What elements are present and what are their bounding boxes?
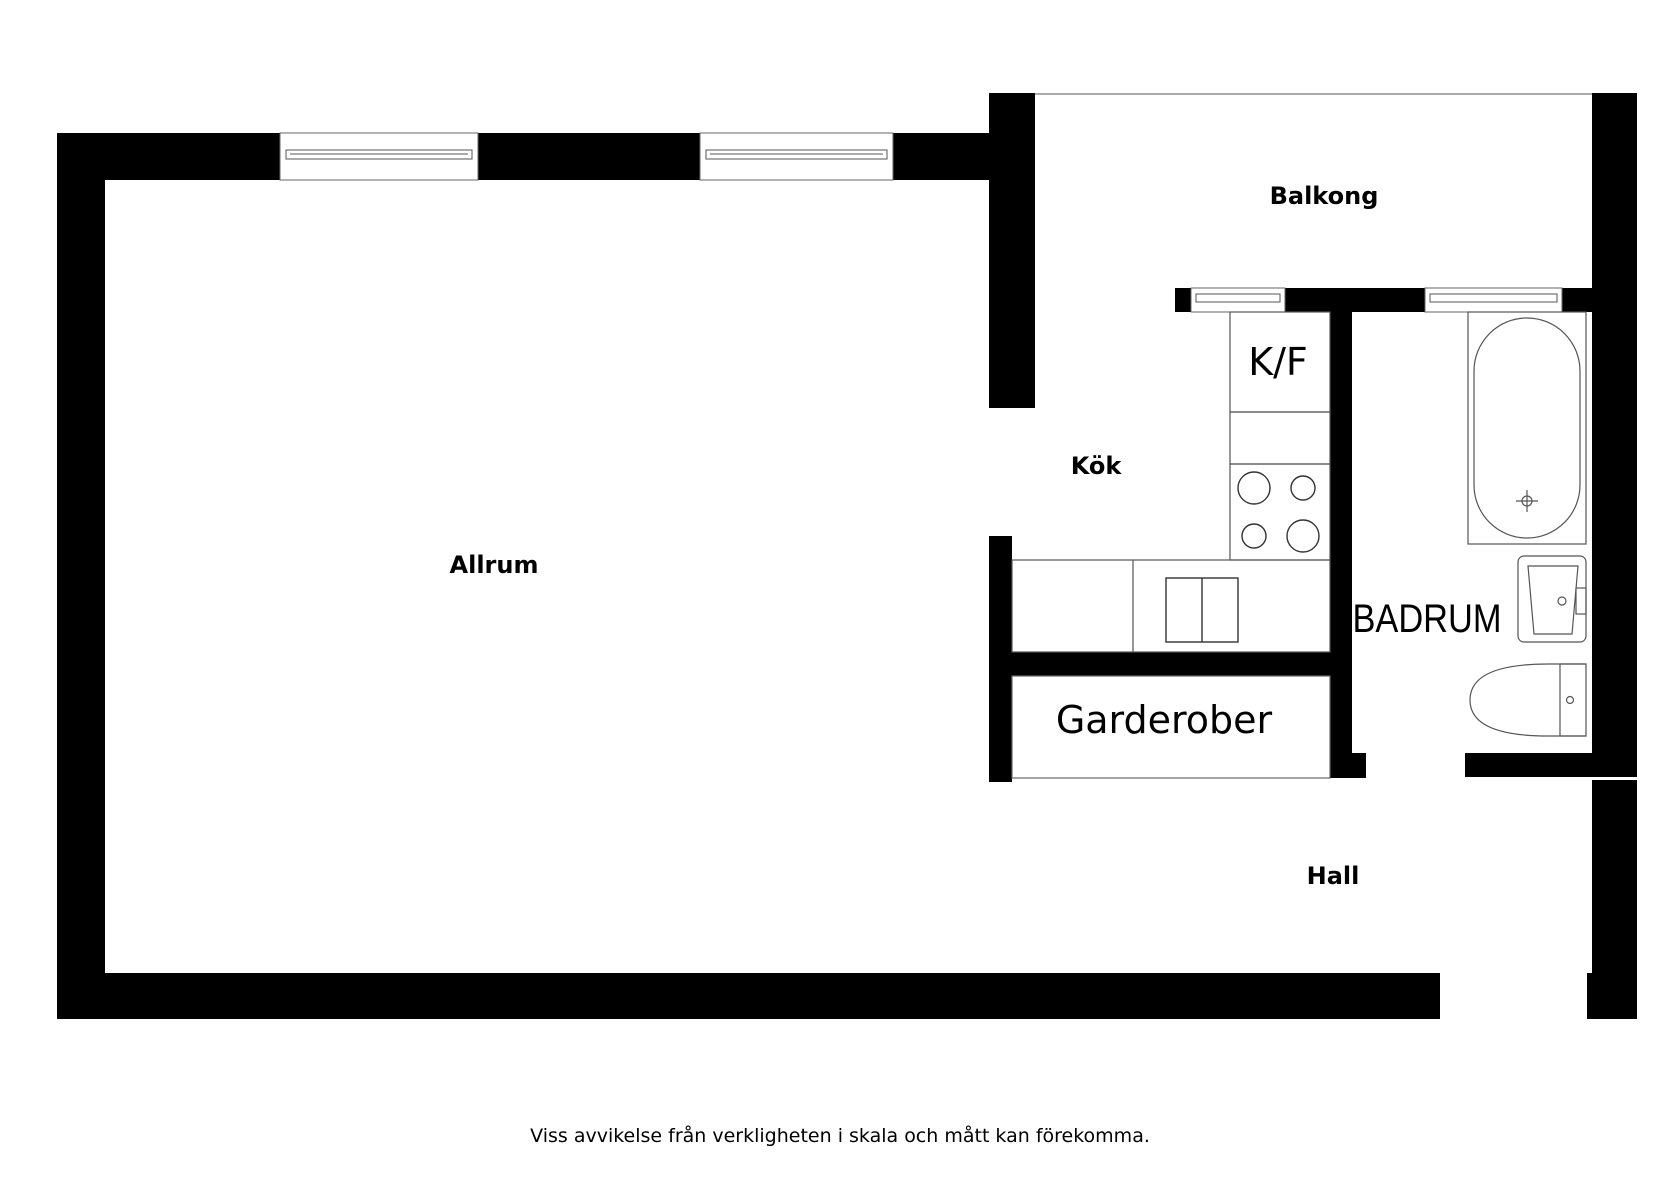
wall-top-mid [478, 133, 700, 180]
room-label-hall: Hall [1307, 862, 1360, 890]
room-label-allrum: Allrum [450, 551, 539, 579]
wardrobe-walls [1012, 652, 1330, 676]
exterior-walls [57, 93, 1637, 1019]
wall-right-upper [1592, 93, 1637, 753]
kitchen-fixtures [1011, 311, 1331, 653]
burner [1286, 519, 1320, 553]
balcony-inner-wall [1175, 288, 1637, 312]
window-bathroom [1424, 287, 1563, 313]
room-label-badrum: BADRUM [1352, 596, 1501, 641]
wall-bathroom-door-stub [1330, 753, 1366, 778]
room-label-kok: Kök [1071, 452, 1123, 480]
burner [1290, 475, 1316, 501]
wall-bathroom-bottom [1465, 753, 1637, 777]
wall-kitchen-upper [989, 93, 1035, 408]
wall-left [57, 133, 105, 1018]
bathroom-walls [1330, 312, 1637, 778]
wardrobe-outline [1011, 675, 1331, 779]
wall-kitchen-lower [989, 536, 1012, 782]
kitchen-counter [1011, 559, 1331, 653]
room-label-balkong: Balkong [1270, 182, 1379, 210]
wall-wardrobe-top [1012, 652, 1330, 676]
toilet [1469, 663, 1586, 737]
burner [1241, 523, 1267, 549]
window-2 [699, 132, 894, 181]
room-label-kf: K/F [1248, 340, 1308, 384]
bathtub [1467, 311, 1587, 545]
bathroom-fixtures [1467, 311, 1587, 737]
window-kitchen [1190, 287, 1286, 313]
room-label-garderober: Garderober [1056, 698, 1273, 742]
burner [1237, 471, 1271, 505]
wall-bathroom-left [1330, 312, 1352, 778]
wall-bottom [57, 973, 1440, 1019]
wall-right-lower [1592, 780, 1637, 1018]
disclaimer-text: Viss avvikelse från verkligheten i skala… [530, 1125, 1150, 1147]
window-1 [279, 132, 479, 181]
